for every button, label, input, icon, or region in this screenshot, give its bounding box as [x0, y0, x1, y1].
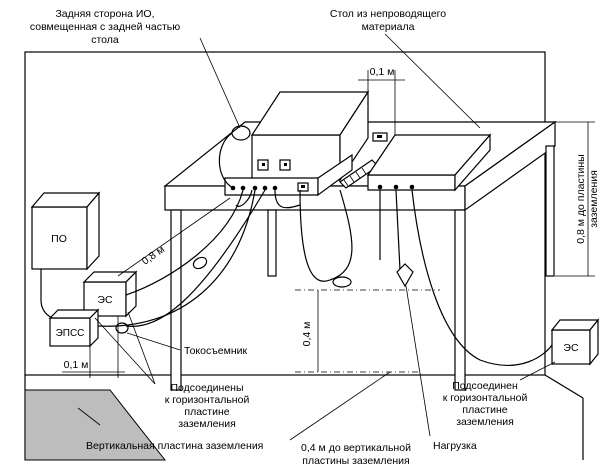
label-height-to-ground: 0,8 м до пластины заземления	[575, 154, 600, 243]
svg-text:пластины заземления: пластины заземления	[302, 455, 409, 467]
svg-text:Стол из непроводящего: Стол из непроводящего	[330, 8, 446, 20]
svg-text:пластине: пластине	[184, 406, 229, 418]
label-dist-04: 0,4 м	[301, 322, 313, 347]
svg-text:Подсоединены: Подсоединены	[170, 382, 243, 394]
dimensions	[62, 70, 595, 441]
svg-text:к горизонтальной: к горизонтальной	[443, 392, 528, 404]
po-box: ПО	[30, 191, 101, 271]
svg-text:заземления: заземления	[456, 416, 514, 428]
epss-box: ЭПСС	[48, 308, 100, 348]
leaders	[77, 33, 556, 437]
label-eut-back: Задняя сторона ИО, совмещенная с задней …	[30, 8, 180, 46]
load-box	[366, 133, 492, 192]
es-right-label: ЭС	[563, 342, 579, 354]
svg-text:совмещенная с задней частью: совмещенная с задней частью	[30, 21, 180, 33]
label-load: Нагрузка	[433, 440, 477, 452]
cables	[40, 132, 553, 366]
eut-box	[224, 89, 370, 197]
label-table-material: Стол из непроводящего материала	[330, 8, 446, 33]
es-right-box: ЭС	[550, 318, 600, 366]
es-left-label: ЭС	[97, 294, 113, 306]
epss-label: ЭПСС	[56, 328, 85, 339]
svg-text:материала: материала	[362, 21, 415, 33]
label-dist-04-vertical: 0,4 м до вертикальной пластины заземлени…	[301, 442, 411, 467]
svg-text:заземления: заземления	[178, 418, 236, 430]
svg-text:к горизонтальной: к горизонтальной	[165, 394, 250, 406]
svg-text:Задняя сторона ИО,: Задняя сторона ИО,	[55, 8, 154, 20]
label-vertical-plate: Вертикальная пластина заземления	[86, 440, 263, 452]
svg-text:0,4 м до вертикальной: 0,4 м до вертикальной	[301, 442, 411, 454]
label-connected-left: Подсоединены к горизонтальной пластине з…	[165, 382, 250, 430]
svg-text:0,8 м до пластины: 0,8 м до пластины	[575, 154, 587, 243]
label-connected-right: Подсоединен к горизонтальной пластине за…	[443, 380, 528, 428]
svg-text:заземления: заземления	[588, 170, 600, 228]
label-cable-08: 0,8 м	[140, 244, 167, 268]
vertical-ground-plate	[24, 389, 167, 461]
svg-text:стола: стола	[91, 34, 119, 46]
po-label: ПО	[51, 233, 67, 245]
label-dist-bottom-left: 0,1 м	[64, 359, 89, 371]
label-current-collector: Токосъемник	[184, 345, 248, 357]
small-module	[372, 132, 388, 142]
label-dist-top: 0,1 м	[370, 66, 395, 78]
svg-text:Подсоединен: Подсоединен	[452, 380, 518, 392]
svg-text:пластине: пластине	[462, 404, 507, 416]
